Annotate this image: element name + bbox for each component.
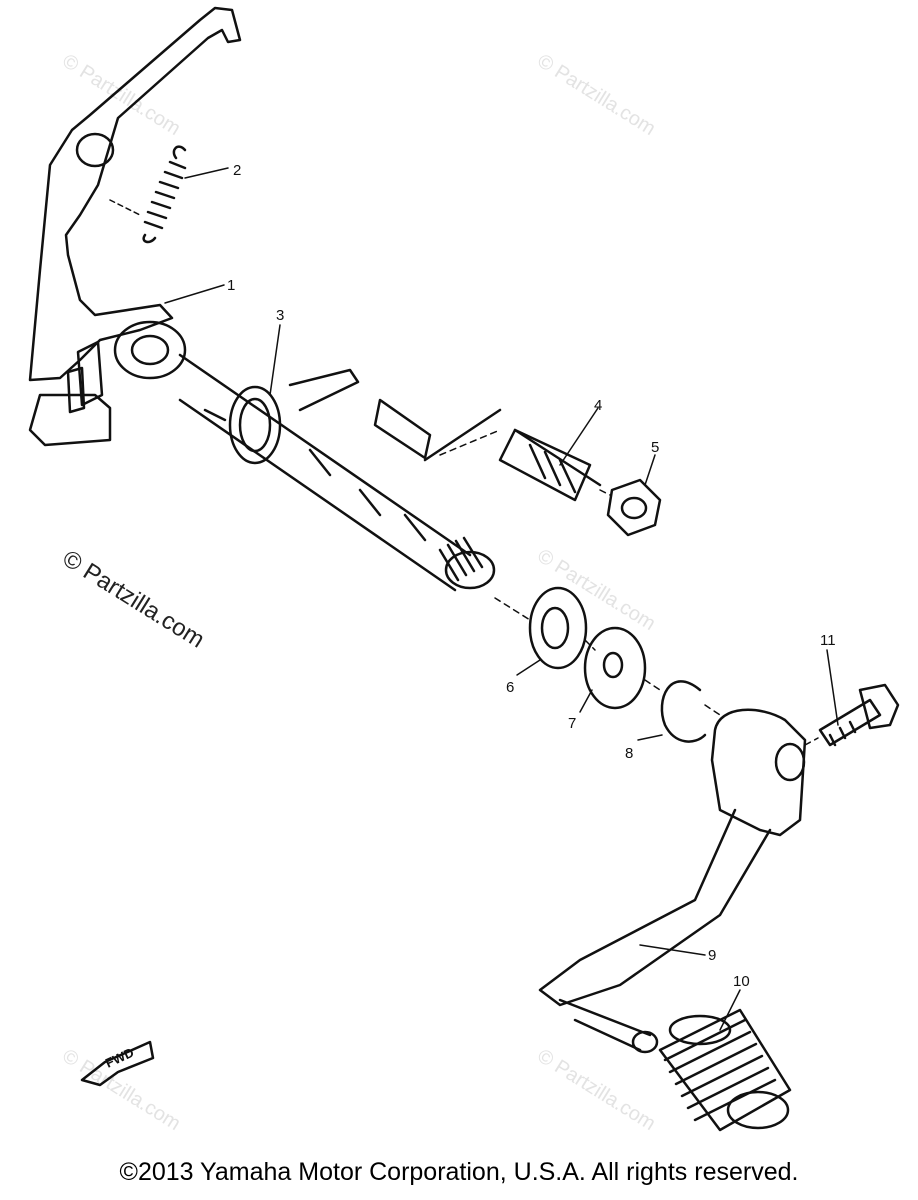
callout-4: 4 [594,397,602,414]
callout-1: 1 [227,277,235,294]
callout-7: 7 [568,715,576,732]
callout-8: 8 [625,745,633,762]
callout-9: 9 [708,947,716,964]
part-9-shift-pedal [538,708,807,1054]
part-7-plain-washer [583,626,647,710]
part-10-pedal-rubber [658,1008,792,1132]
callout-6: 6 [506,679,514,696]
part-3-shift-shaft [178,353,496,592]
part-2-spring [109,145,187,244]
forward-direction-arrow-icon [80,1040,155,1087]
assembly-lines [439,429,819,746]
callout-10: 10 [733,973,750,990]
part-8-circlip [660,680,707,743]
copyright-notice: ©2013 Yamaha Motor Corporation, U.S.A. A… [119,1158,799,1186]
part-4-bolt [423,408,602,502]
part-6-washer [528,586,588,670]
part-1-shift-arm [28,6,242,447]
callout-2: 2 [233,162,241,179]
callout-11: 11 [820,632,836,649]
part-5-nut [606,478,662,537]
part-11-bolt [818,683,900,747]
callout-5: 5 [651,439,659,456]
leader-lines [164,167,839,1031]
callout-3: 3 [276,307,284,324]
